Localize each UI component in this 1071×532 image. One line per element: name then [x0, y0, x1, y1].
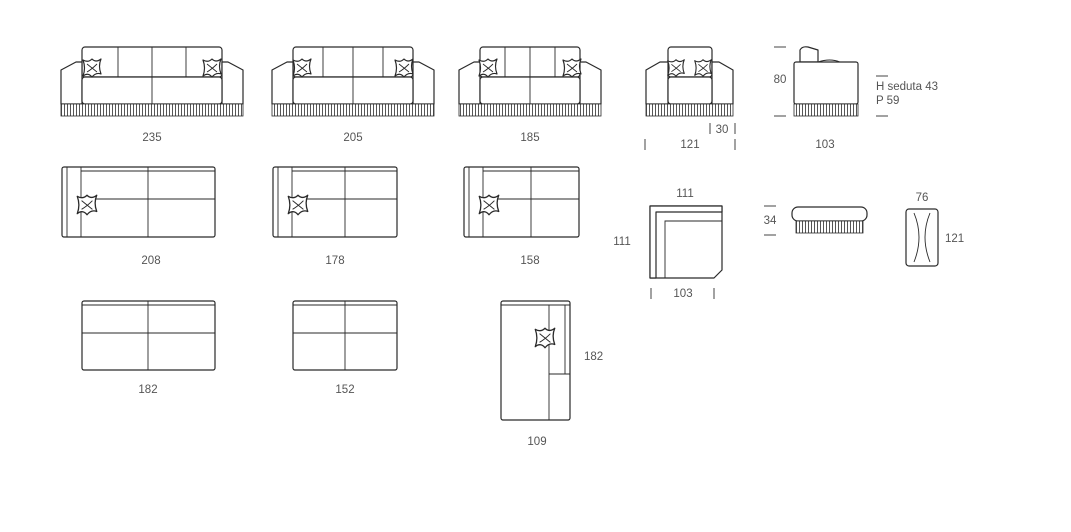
dim-111-depth: 111: [613, 236, 630, 248]
sofa-front-185: [458, 46, 602, 117]
dim-109: 109: [527, 436, 546, 448]
dim-158: 158: [520, 255, 539, 267]
seat-depth: P 59: [876, 95, 899, 107]
pouf-top: [905, 208, 939, 267]
armchair-front: [645, 46, 734, 117]
dim-arm-30: 30: [716, 124, 729, 136]
dim-205: 205: [343, 132, 362, 144]
dim-235: 235: [142, 132, 161, 144]
ottoman-side: [791, 206, 868, 234]
chaise-top: [500, 300, 571, 421]
dim-103-side: 103: [815, 139, 834, 151]
dim-34: 34: [764, 215, 777, 227]
sofa-top-178: [272, 166, 398, 238]
module-top-182: [81, 300, 216, 371]
dim-121-armchair: 121: [680, 139, 699, 151]
sofa-top-158: [463, 166, 580, 238]
dim-80: 80: [774, 74, 787, 86]
sofa-front-235: [60, 46, 244, 117]
seat-height: H seduta 43: [876, 81, 938, 93]
side-view: [793, 46, 859, 117]
dim-182-module: 182: [138, 384, 157, 396]
sofa-top-208: [61, 166, 216, 238]
dim-121-pouf: 121: [945, 233, 964, 245]
dim-185: 185: [520, 132, 539, 144]
dim-208: 208: [141, 255, 160, 267]
sofa-front-205: [271, 46, 435, 117]
dim-152: 152: [335, 384, 354, 396]
corner-top: [649, 205, 723, 279]
module-top-152: [292, 300, 398, 371]
dim-178: 178: [325, 255, 344, 267]
dim-111-width: 111: [676, 188, 693, 200]
dim-103-corner: 103: [673, 288, 692, 300]
dim-182-chaise: 182: [584, 351, 603, 363]
dim-76: 76: [916, 192, 929, 204]
